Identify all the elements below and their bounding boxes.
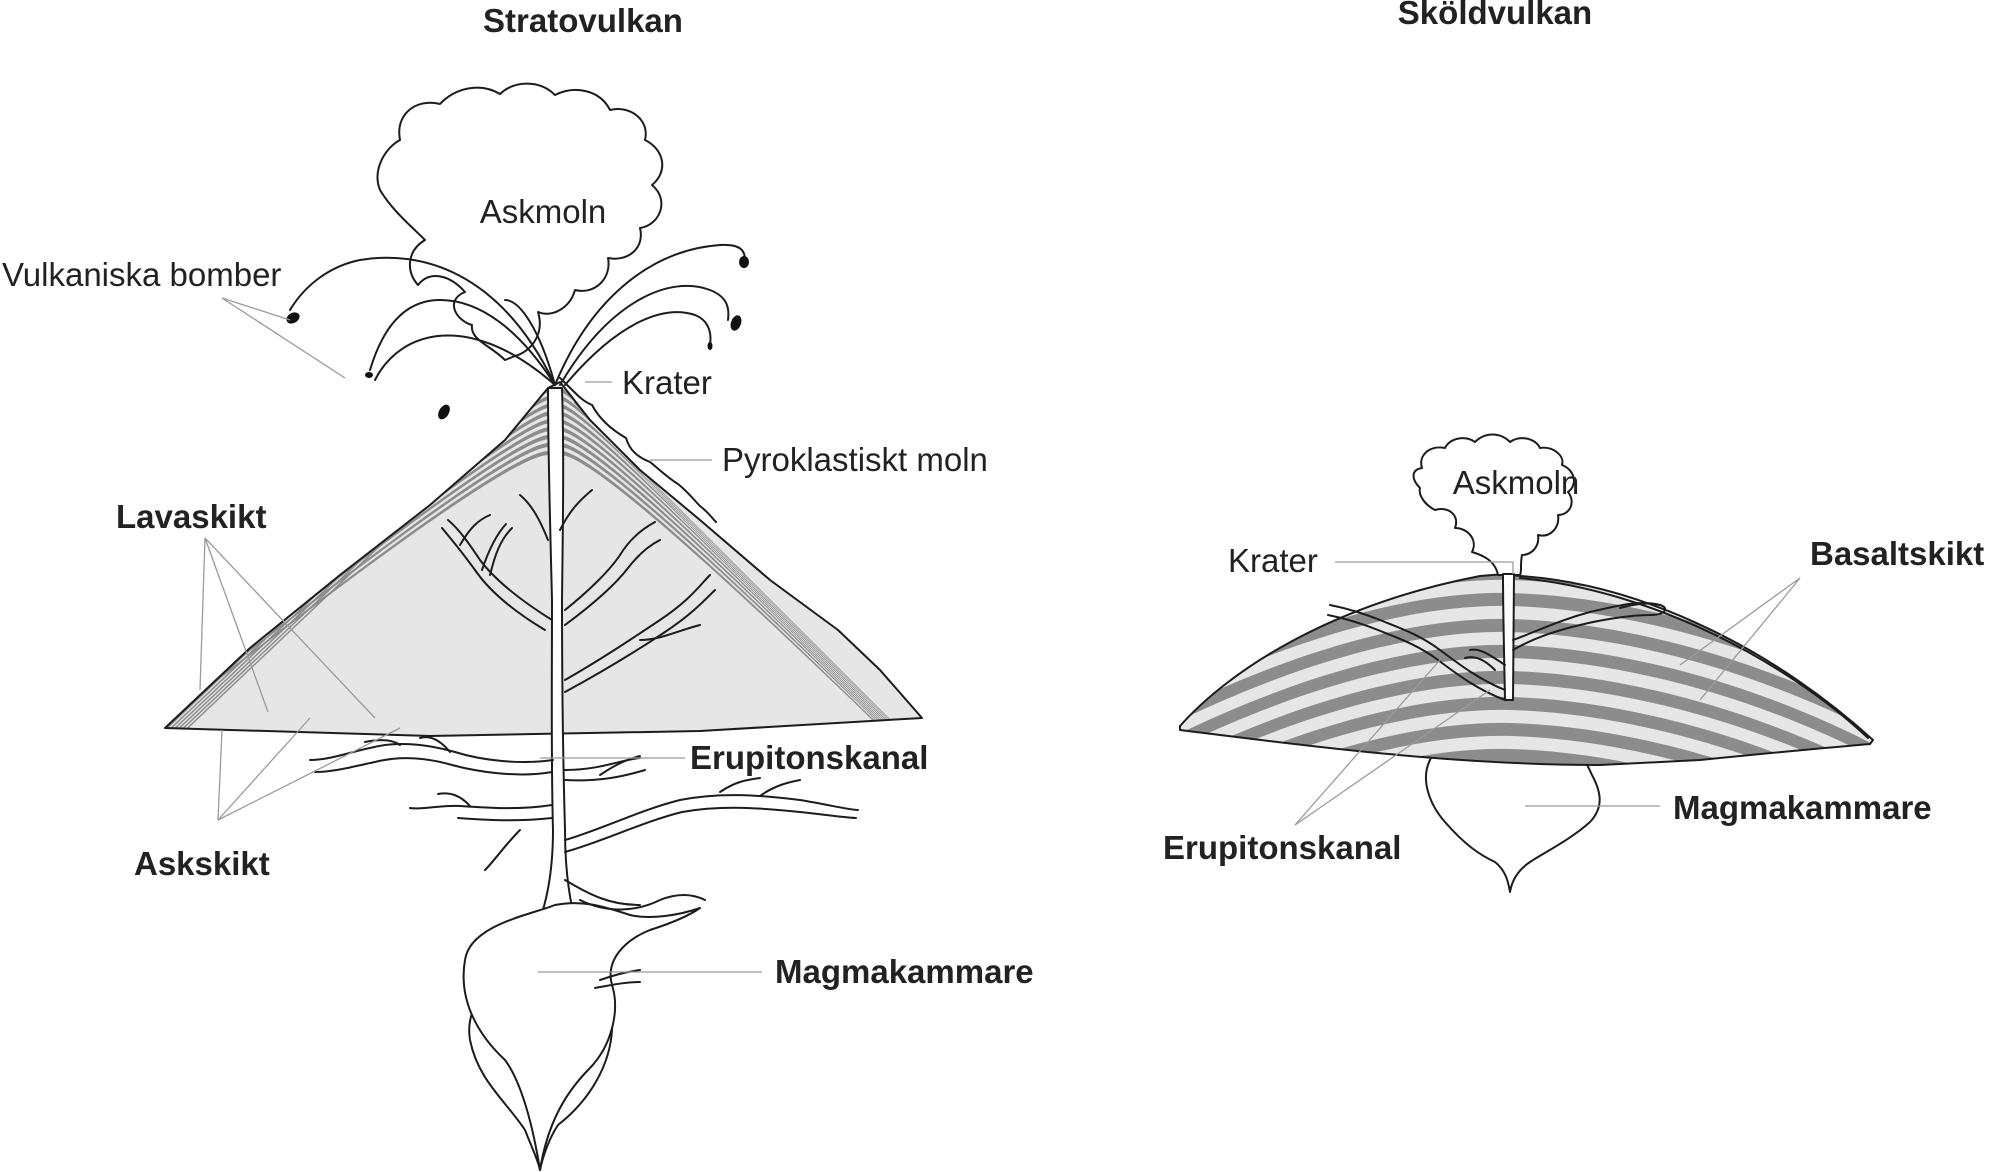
bomb-1 [286, 312, 300, 324]
strato-label-ash-layers: Askskikt [134, 845, 270, 882]
bomb-6 [707, 342, 713, 350]
strato-cone-outline [164, 381, 923, 737]
strato-leader-lines [199, 297, 762, 973]
shield-band [1180, 592, 1873, 714]
strato-cone-base [165, 382, 922, 736]
shield-volcano: Sköldvulkan Askmoln Krater Basaltskikt E… [1163, 0, 1984, 893]
bomb-2 [365, 372, 373, 378]
shield-title: Sköldvulkan [1398, 0, 1592, 31]
shield-band [1180, 696, 1873, 765]
bomb-4 [739, 256, 749, 268]
shield-leader-lines [1294, 561, 1801, 826]
strato-cone [164, 381, 923, 737]
bomb-5 [730, 315, 742, 331]
shield-dikes [1327, 602, 1667, 701]
shield-body-outline [1179, 573, 1874, 766]
shield-label-ash-cloud: Askmoln [1453, 464, 1580, 501]
strato-magma-chamber [462, 902, 701, 1171]
strato-label-lava-layers: Lavaskikt [116, 498, 266, 535]
strato-label-ash-cloud: Askmoln [480, 193, 607, 230]
shield-label-basalt-layers: Basaltskikt [1810, 535, 1984, 572]
shield-label-conduit: Erupitonskanal [1163, 829, 1401, 866]
shield-ash-cloud [1412, 433, 1575, 576]
shield-conduit [1502, 573, 1515, 701]
strato-label-crater: Krater [622, 364, 712, 401]
pyroclastic-cloud-edge [559, 377, 717, 523]
shield-band [1180, 644, 1873, 765]
strato-label-pyroclastic: Pyroklastiskt moln [722, 441, 988, 478]
shield-band [1180, 670, 1873, 765]
strato-bomb-trajectories [289, 243, 746, 386]
shield-band [1180, 618, 1873, 740]
strato-ash-cloud [376, 82, 664, 361]
volcanic-bombs [286, 256, 749, 420]
stratovolcano: Stratovulkan Askmoln Vulkaniska bomber K… [2, 2, 1034, 1171]
shield-label-magma-chamber: Magmakammare [1673, 789, 1932, 826]
strato-dikes-lower [309, 736, 859, 989]
strato-label-conduit: Erupitonskanal [690, 739, 928, 776]
strato-dikes-upper [441, 489, 716, 693]
bomb-3 [438, 404, 450, 420]
strato-label-bombs: Vulkaniska bomber [2, 256, 281, 293]
strato-title: Stratovulkan [483, 2, 683, 39]
strato-label-magma-chamber: Magmakammare [775, 953, 1034, 990]
shield-label-crater: Krater [1228, 542, 1318, 579]
